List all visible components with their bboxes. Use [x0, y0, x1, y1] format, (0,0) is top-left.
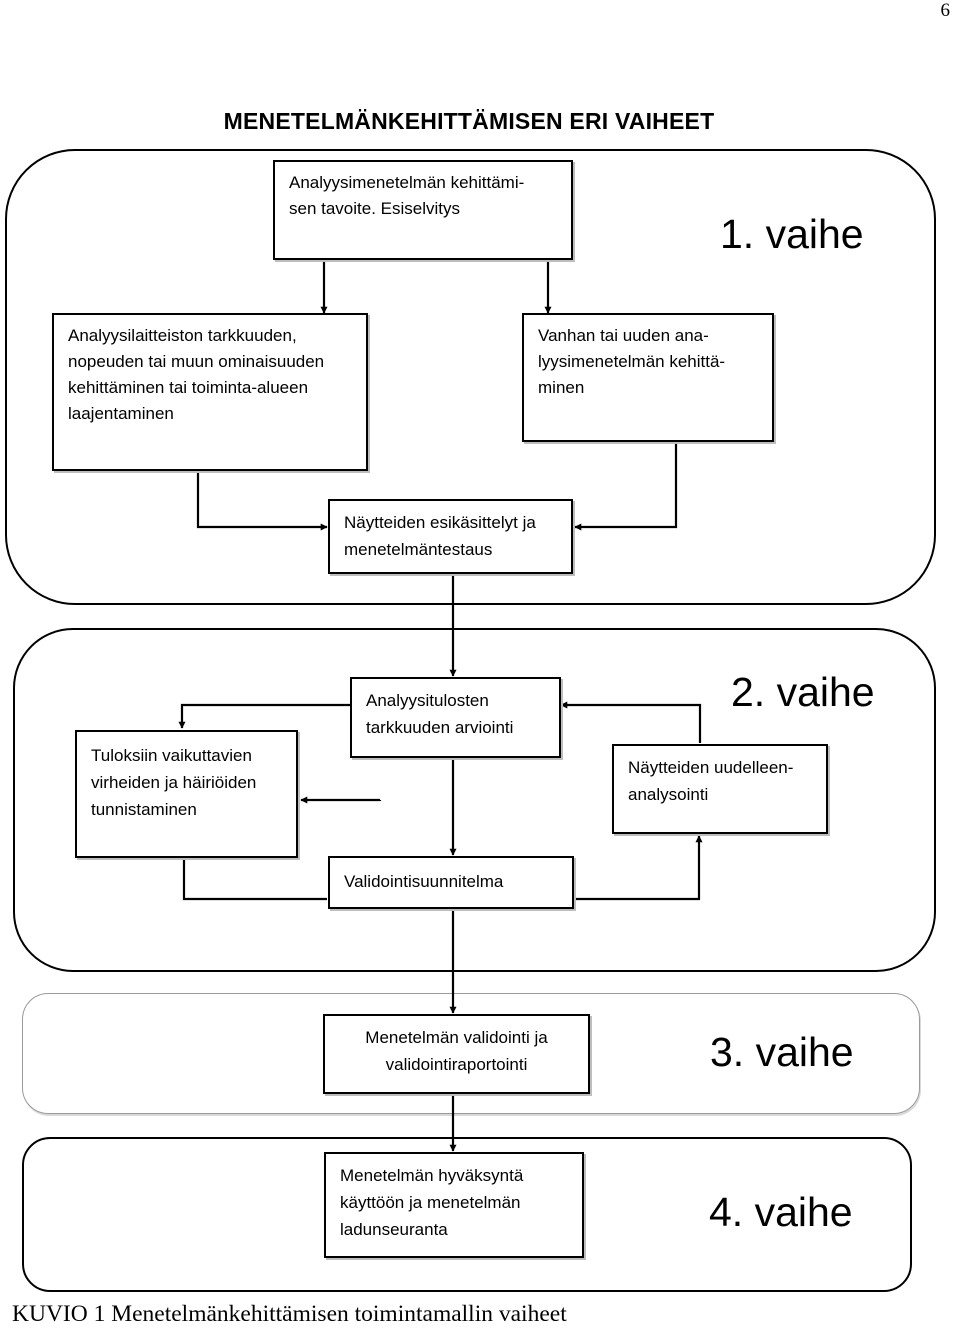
- phase-3-label: 3. vaihe: [710, 1029, 854, 1075]
- phase-2-label: 2. vaihe: [731, 669, 875, 715]
- phase-1-label: 1. vaihe: [720, 211, 864, 257]
- figure-caption: KUVIO 1 Menetelmänkehittämisen toimintam…: [12, 1301, 567, 1327]
- diagram-title: MENETELMÄNKEHITTÄMISEN ERI VAIHEET: [223, 108, 715, 134]
- box-sample-preparation: Näytteiden esikäsittelyt ja menetelmänte…: [328, 499, 573, 574]
- box-method-validation: Menetelmän validointi ja validointirapor…: [323, 1014, 590, 1094]
- phase-4-label: 4. vaihe: [709, 1189, 853, 1235]
- phase-4-container: [22, 1137, 912, 1292]
- phase-2-container: [13, 628, 936, 972]
- box-method-development: Vanhan tai uuden ana- lyysimenetelmän ke…: [522, 313, 774, 442]
- box-equipment-improvement: Analyysilaitteiston tarkkuuden, nopeuden…: [52, 313, 368, 471]
- box-error-identification: Tuloksiin vaikuttavien virheiden ja häir…: [75, 730, 298, 858]
- phase-1-container: [5, 149, 936, 605]
- box-accuracy-assessment: Analyysitulosten tarkkuuden arviointi: [350, 677, 561, 758]
- page-number: 6: [940, 0, 951, 21]
- phase-3-container: [22, 993, 920, 1114]
- box-validation-plan: Validointisuunnitelma: [328, 856, 574, 909]
- box-sample-reanalysis: Näytteiden uudelleen- analysointi: [612, 744, 828, 834]
- box-method-approval: Menetelmän hyväksyntä käyttöön ja menete…: [324, 1152, 584, 1258]
- box-goal-prestudy: Analyysimenetelmän kehittämi- sen tavoit…: [273, 160, 573, 260]
